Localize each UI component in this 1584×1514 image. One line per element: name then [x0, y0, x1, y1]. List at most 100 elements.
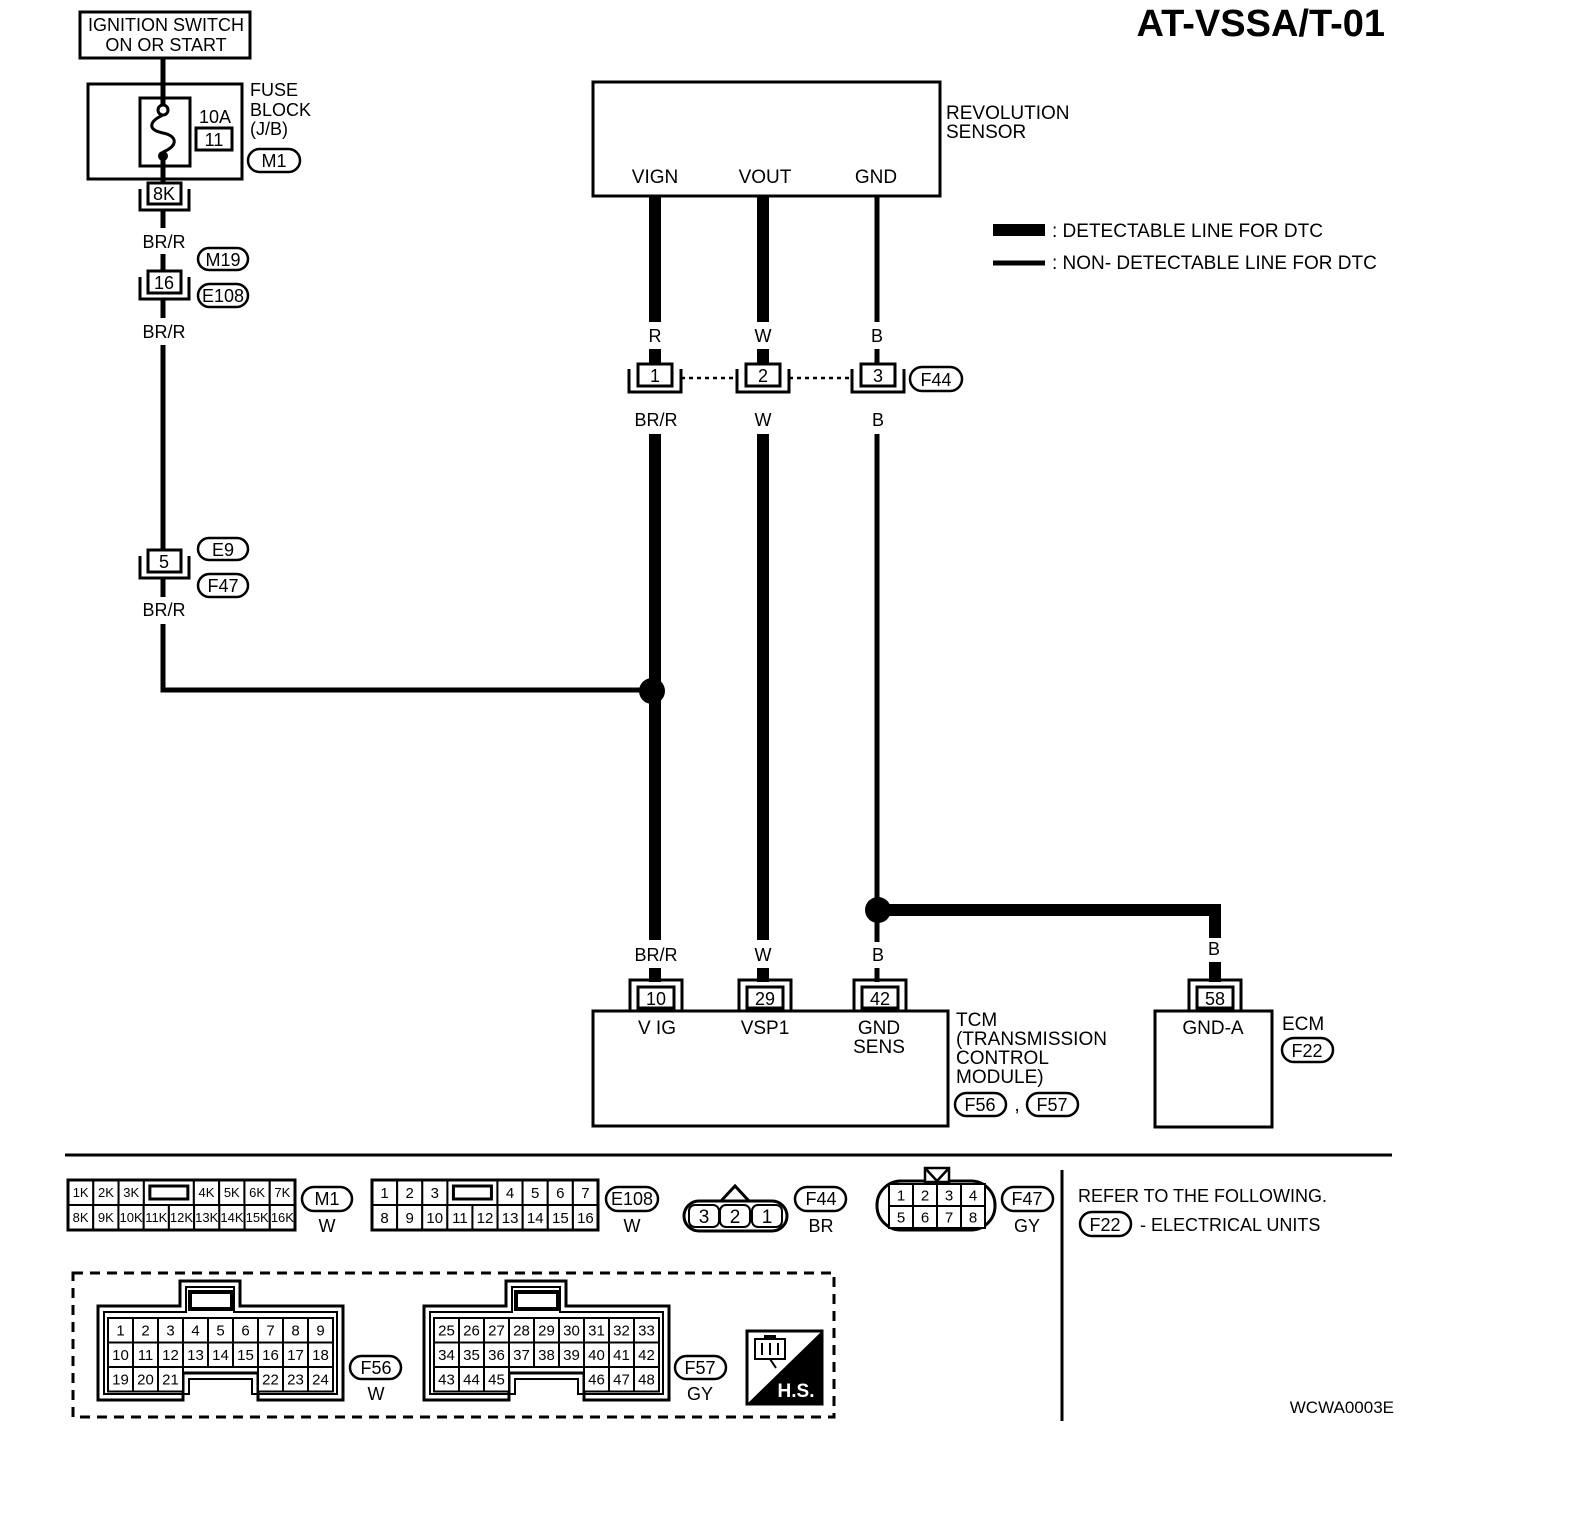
ecm-pin-label: 58 [1205, 989, 1225, 1009]
pin-number: 23 [287, 1372, 304, 1389]
connector-id-e108: E108 [196, 282, 250, 309]
pin-number: 8 [380, 1210, 388, 1227]
m1-pin-3K: 3K [117, 1179, 145, 1206]
connector-view-m1-id: M1 W [300, 1185, 354, 1236]
fuse-icon [150, 58, 176, 183]
f57-pin-29: 29 [533, 1317, 560, 1344]
splice-junction [639, 678, 665, 704]
connector-view-e108-color: W [624, 1216, 641, 1236]
pin-number: 3 [699, 1207, 710, 1228]
f56-pin-21: 21 [157, 1366, 184, 1393]
connector-view-m1-color: W [319, 1216, 336, 1236]
tcm-pin-10: 10 [628, 978, 684, 1012]
connector-id-f56-label: F56 [964, 1095, 995, 1115]
pin-number: 30 [563, 1323, 580, 1340]
pin-number: 26 [463, 1323, 480, 1340]
pin-number: 7 [945, 1209, 953, 1226]
tcm-terminal-sens: SENS [853, 1037, 905, 1058]
legend-detectable: : DETECTABLE LINE FOR DTC [1052, 221, 1323, 242]
wire-color-label: BR/R [142, 600, 185, 620]
pin-number: 22 [262, 1372, 279, 1389]
tcm-pin-label: 29 [755, 989, 775, 1009]
f57-pin-44: 44 [458, 1366, 485, 1393]
f56-pin-10: 10 [107, 1341, 134, 1368]
reference-connector-label: F22 [1089, 1215, 1120, 1235]
f56-pin-4: 4 [182, 1317, 209, 1344]
connector-id-f47: F47 [196, 572, 250, 599]
f47-pin-8: 8 [960, 1205, 986, 1229]
wire-color-label: B [871, 326, 883, 346]
pin-number: 25 [438, 1323, 455, 1340]
wire-color-label: R [649, 326, 662, 346]
f56-pin-16: 16 [257, 1341, 284, 1368]
pin-number: 20 [137, 1372, 154, 1389]
f57-pin-27: 27 [483, 1317, 510, 1344]
tcm-pin-42: 42 [852, 978, 908, 1012]
pin-number: 38 [538, 1347, 555, 1364]
f56-pin-22: 22 [257, 1366, 284, 1393]
pin-number: 37 [513, 1347, 530, 1364]
wire-ecm-ground [878, 904, 1221, 938]
terminal-gnd: GND [855, 167, 897, 188]
m1-pin-7K: 7K [268, 1179, 297, 1206]
pin-number: 6K [249, 1185, 265, 1200]
pin-number: 7 [266, 1323, 274, 1340]
tcm-label-2: (TRANSMISSION [956, 1029, 1107, 1050]
f57-pin-40: 40 [583, 1341, 610, 1368]
f56-pin-20: 20 [132, 1366, 159, 1393]
connector-id-f57: F57 [1025, 1091, 1080, 1118]
ignition-switch-state: ON OR START [105, 35, 226, 55]
pin-number: 29 [538, 1323, 555, 1340]
m1-pin-10K: 10K [117, 1204, 145, 1231]
e108-pin-16: 16 [571, 1204, 600, 1231]
pin-number: 47 [613, 1372, 630, 1389]
pin-number: 7 [581, 1185, 589, 1202]
f57-pin-39: 39 [558, 1341, 585, 1368]
f56-pin-13: 13 [182, 1341, 209, 1368]
f56-pin-7: 7 [257, 1317, 284, 1344]
f56-pin-8: 8 [282, 1317, 309, 1344]
connector-id-e9-label: E9 [212, 540, 234, 560]
pin-number: 43 [438, 1372, 455, 1389]
f57-pin-26: 26 [458, 1317, 485, 1344]
pin-number: 39 [563, 1347, 580, 1364]
f57-pin-47: 47 [608, 1366, 635, 1393]
f57-pin-36: 36 [483, 1341, 510, 1368]
pin-number: 14K [220, 1210, 243, 1225]
wire-color-label: B [872, 410, 884, 430]
m1-pin-13K: 13K [193, 1204, 221, 1231]
legend: : DETECTABLE LINE FOR DTC : NON- DETECTA… [993, 221, 1377, 274]
pin-number: 16K [271, 1210, 294, 1225]
drawing-code: WCWA0003E [1290, 1398, 1394, 1417]
pin-number: 10K [119, 1210, 142, 1225]
revolution-sensor-label-2: SENSOR [946, 122, 1026, 143]
e108-pin-15: 15 [546, 1204, 574, 1231]
pin-number: 34 [438, 1347, 455, 1364]
m1-pin-6K: 6K [243, 1179, 271, 1206]
m1-pin-16K: 16K [268, 1204, 296, 1231]
pin-number: 19 [112, 1372, 129, 1389]
fuse-block-label-1: FUSE [250, 80, 298, 100]
pin-number: 48 [638, 1372, 655, 1389]
pin-number: 4 [969, 1187, 977, 1204]
pin-number: 7K [274, 1185, 290, 1200]
legend-non-detectable: : NON- DETECTABLE LINE FOR DTC [1052, 253, 1377, 274]
terminal-vout: VOUT [739, 167, 792, 188]
connector-8k: 8K [138, 181, 191, 212]
connector-id-f57-label: F57 [1036, 1095, 1067, 1115]
ignition-switch-label: IGNITION SWITCH [88, 15, 244, 35]
pin-number: 1 [116, 1323, 124, 1340]
f44-pin-2: 2 [719, 1204, 751, 1228]
f57-pin-43: 43 [433, 1366, 460, 1393]
pin-number: 6 [241, 1323, 249, 1340]
e108-pin-3: 3 [421, 1179, 449, 1206]
m1-pin-15K: 15K [243, 1204, 271, 1231]
tcm-connector-group [71, 1271, 836, 1419]
ignition-switch: IGNITION SWITCH ON OR START [78, 10, 252, 60]
f57-pin-37: 37 [508, 1341, 535, 1368]
pin-number: 2 [921, 1187, 929, 1204]
pin-number: 5K [224, 1185, 240, 1200]
pin-number: 6 [921, 1209, 929, 1226]
